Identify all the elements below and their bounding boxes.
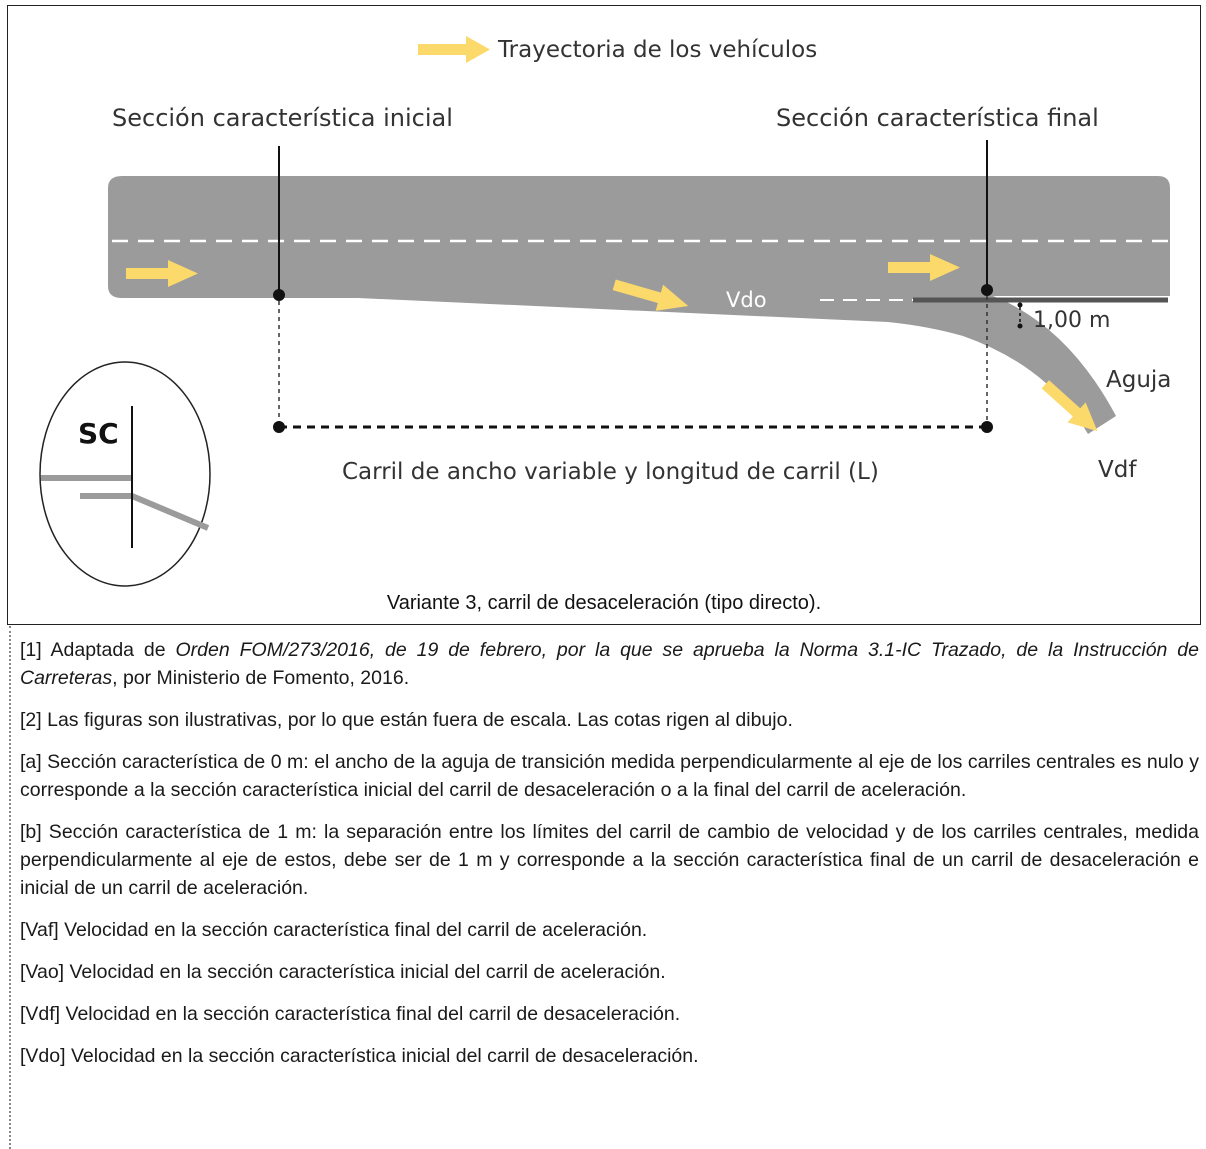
legend-arrow-icon [418,36,490,63]
diagram-frame: Trayectoria de los vehículos Sección car… [7,5,1201,625]
note-vao: [Vao] Velocidad en la sección caracterís… [20,961,666,983]
offset-label: 1,00 m [1033,308,1110,333]
length-end-point [981,421,993,433]
traffic-arrow-icon [1041,380,1098,432]
notes-section: [1] Adaptada de Orden FOM/273/2016, de 1… [9,626,1199,1149]
source-title: Orden FOM/273/2016, de 19 de febrero, po… [20,639,1199,689]
inset-label: SC [78,417,119,450]
figure-caption: Variante 3, carril de desaceleración (ti… [386,592,822,614]
length-start-point [273,421,285,433]
note-b: [b] Sección característica de 1 m: la se… [20,821,1199,899]
traffic-arrow-icon [126,260,198,287]
vdo-label: Vdo [726,288,767,312]
note-a: [a] Sección característica de 0 m: el an… [20,751,1199,801]
lane-length-label: Carril de ancho variable y longitud de c… [342,459,879,485]
section-detail-inset: SC [39,361,211,587]
initial-section-label: Sección característica inicial [112,104,453,132]
final-section-label: Sección característica final [776,104,1099,132]
vdf-label: Vdf [1098,457,1137,483]
traffic-arrow-icon [612,279,689,311]
note-source: [1] Adaptada de Orden FOM/273/2016, de 1… [20,639,1199,689]
aguja-label: Aguja [1106,367,1171,393]
note-vdo: [Vdo] Velocidad en la sección caracterís… [20,1045,699,1067]
legend-label: Trayectoria de los vehículos [497,37,817,63]
offset-bottom-point [1017,323,1023,329]
offset-top-point [1017,302,1023,308]
note-scale: [2] Las figuras son ilustrativas, por lo… [20,709,793,731]
note-vdf: [Vdf] Velocidad en la sección caracterís… [20,1003,681,1025]
initial-section-point [273,289,285,301]
road-surface [108,176,1170,434]
deceleration-lane-diagram: Trayectoria de los vehículos Sección car… [39,36,1171,587]
note-vaf: [Vaf] Velocidad en la sección caracterís… [20,919,648,941]
final-section-point [981,284,993,296]
traffic-arrow-icon [888,254,960,281]
